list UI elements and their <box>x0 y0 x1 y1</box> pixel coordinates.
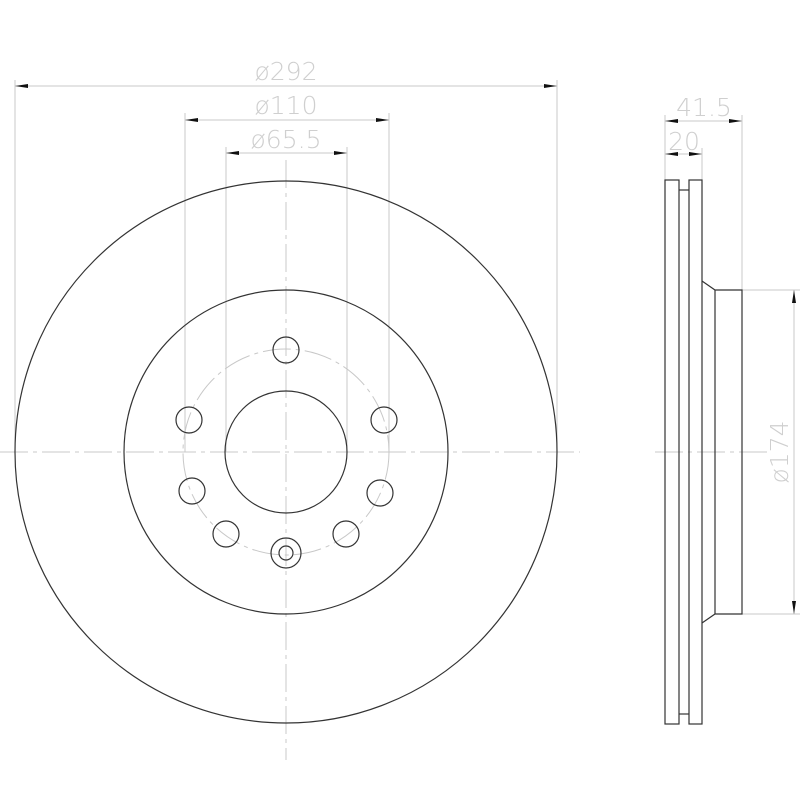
friction-plate-outer <box>664 179 680 725</box>
locating-hole-inner <box>278 545 294 561</box>
bolt-hole <box>370 406 398 434</box>
center-bore <box>224 390 348 514</box>
dim-label-total-height: 41.5 <box>676 93 732 122</box>
hub-hat <box>701 280 743 624</box>
dim-label-pcd: ø110 <box>254 91 317 120</box>
bolt-hole <box>272 336 300 364</box>
bolt-hole <box>175 406 203 434</box>
dim-label-outer-diameter: ø292 <box>254 57 317 86</box>
dim-label-center-bore: ø65.5 <box>251 125 322 154</box>
side-view: 41.5 20 ø174 <box>655 93 800 725</box>
bolt-hole <box>212 520 240 548</box>
hub-edge <box>123 289 449 615</box>
friction-plate-inner <box>688 179 703 725</box>
bolt-hole <box>332 520 360 548</box>
dim-label-thickness: 20 <box>668 127 700 156</box>
disc-outer-edge <box>14 180 558 724</box>
front-view: ø292 ø110 ø65.5 <box>0 57 580 760</box>
bolt-hole <box>178 477 206 505</box>
bolt-hole <box>366 479 394 507</box>
locating-hole <box>270 537 302 569</box>
dim-label-hub-diameter: ø174 <box>765 420 794 483</box>
